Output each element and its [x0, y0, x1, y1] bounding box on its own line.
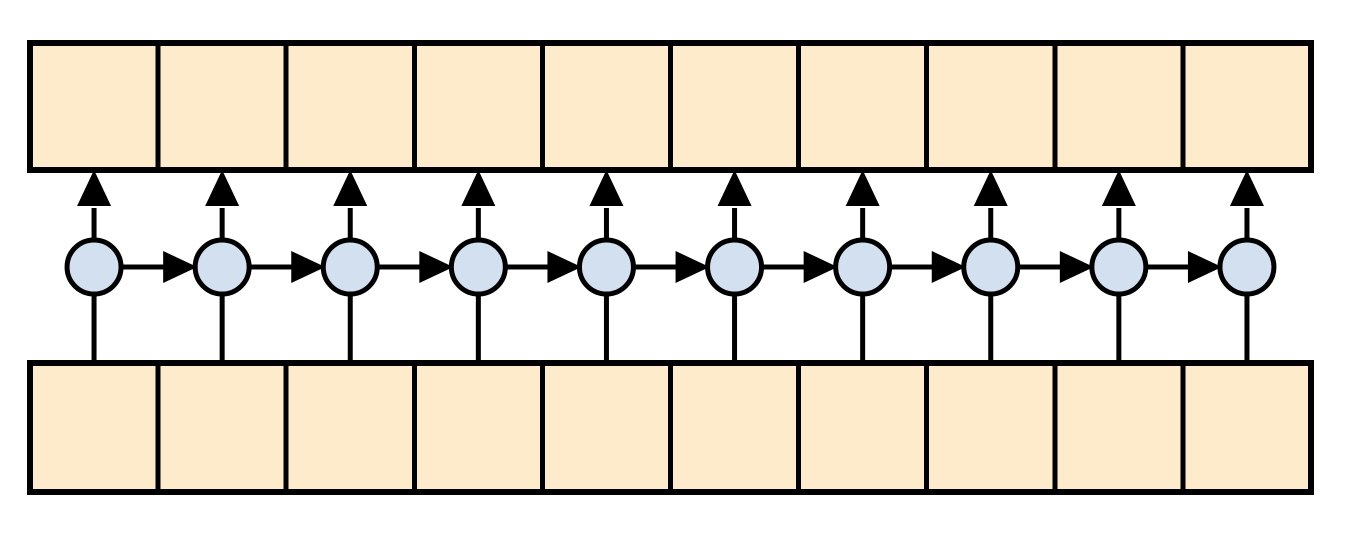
hidden-state-node[interactable] [64, 237, 124, 297]
recurrent-arrowhead [163, 251, 198, 283]
input-cell[interactable] [1052, 360, 1186, 495]
output-cell[interactable] [924, 40, 1058, 173]
recurrent-arrowhead [1187, 251, 1222, 283]
output-cell[interactable] [283, 40, 417, 173]
output-cell[interactable] [796, 40, 930, 173]
hidden-state-node[interactable] [448, 237, 508, 297]
input-cell[interactable] [283, 360, 417, 495]
node-to-output-arrowhead [461, 170, 496, 206]
node-to-output-arrowhead [333, 170, 368, 206]
node-to-output-arrowhead [589, 170, 624, 206]
input-cell[interactable] [27, 360, 161, 495]
output-row-frame [27, 40, 1314, 173]
output-cell[interactable] [411, 40, 545, 173]
input-cell[interactable] [796, 360, 930, 495]
node-to-output-arrowhead [1101, 170, 1136, 206]
node-to-output-arrowhead [973, 170, 1008, 206]
recurrent-arrowhead [291, 251, 326, 283]
node-to-output-arrowhead [845, 170, 880, 206]
recurrent-arrowhead [675, 251, 710, 283]
recurrent-arrowhead [803, 251, 838, 283]
input-line-group [91, 267, 1250, 363]
hidden-state-node[interactable] [1217, 237, 1277, 297]
input-row [27, 360, 1314, 495]
recurrent-arrowhead [547, 251, 582, 283]
input-cell[interactable] [155, 360, 289, 495]
recurrent-arrowhead [419, 251, 454, 283]
input-cell[interactable] [924, 360, 1058, 495]
hidden-state-node[interactable] [833, 237, 893, 297]
output-cell[interactable] [1180, 40, 1314, 173]
hidden-state-node[interactable] [320, 237, 380, 297]
output-cell[interactable] [668, 40, 802, 173]
hidden-state-node[interactable] [576, 237, 636, 297]
output-cell[interactable] [539, 40, 674, 173]
input-cell[interactable] [539, 360, 674, 495]
output-cell[interactable] [27, 40, 161, 173]
output-cell[interactable] [155, 40, 289, 173]
recurrent-arrow-group [119, 251, 1222, 283]
node-to-output-arrowhead [1229, 170, 1264, 206]
hidden-state-node[interactable] [1089, 237, 1149, 297]
hidden-state-node[interactable] [705, 237, 765, 297]
node-to-output-arrowhead [77, 170, 112, 206]
output-cell[interactable] [1052, 40, 1186, 173]
hidden-state-node[interactable] [192, 237, 252, 297]
node-to-output-arrowhead [717, 170, 752, 206]
input-cell[interactable] [411, 360, 545, 495]
input-cell[interactable] [668, 360, 802, 495]
input-cell[interactable] [1180, 360, 1314, 495]
hidden-state-node[interactable] [961, 237, 1021, 297]
node-to-output-arrowhead [205, 170, 240, 206]
output-row [27, 40, 1314, 173]
input-row-frame [27, 360, 1314, 495]
hidden-state-node-group [64, 237, 1277, 297]
recurrent-arrowhead [931, 251, 966, 283]
output-arrow-group [77, 170, 1264, 242]
recurrent-arrowhead [1059, 251, 1094, 283]
